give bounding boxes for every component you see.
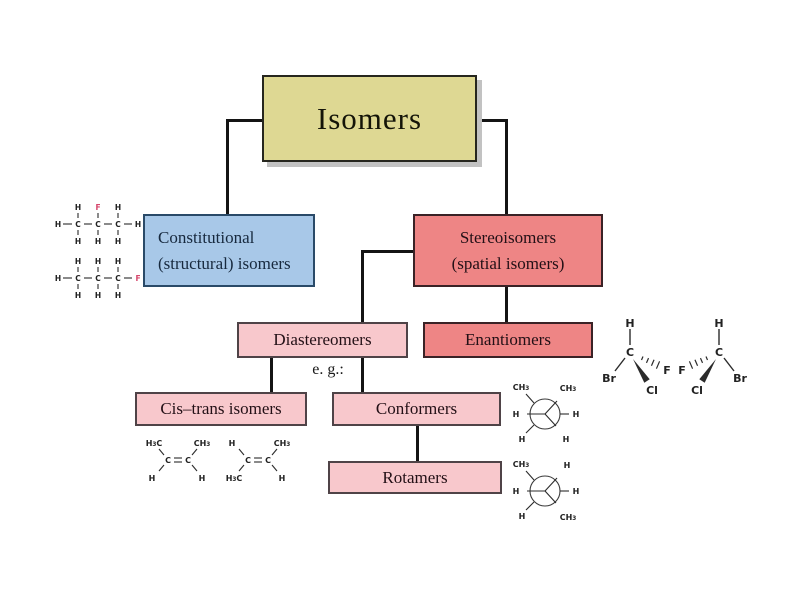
- svg-text:C: C: [265, 456, 271, 465]
- connector-isomers-left: [226, 119, 264, 122]
- svg-text:F: F: [95, 203, 100, 212]
- svg-text:F: F: [678, 364, 686, 377]
- svg-text:H: H: [625, 317, 634, 330]
- svg-text:CH3: CH3: [194, 439, 211, 449]
- svg-text:C: C: [95, 274, 101, 283]
- svg-text:C: C: [626, 346, 634, 359]
- svg-text:H: H: [95, 237, 101, 246]
- svg-text:H: H: [115, 291, 121, 300]
- connector-stereo-left: [361, 250, 415, 253]
- node-cis-trans-isomers: Cis–trans isomers: [135, 392, 307, 426]
- svg-text:H: H: [75, 237, 81, 246]
- svg-text:H3C: H3C: [226, 474, 243, 484]
- svg-text:C: C: [115, 274, 121, 283]
- svg-text:H: H: [115, 237, 121, 246]
- svg-text:H: H: [564, 461, 571, 470]
- node-enantiomers-label: Enantiomers: [465, 330, 551, 350]
- svg-text:Br: Br: [602, 372, 616, 385]
- svg-text:H: H: [75, 257, 81, 266]
- connector-to-diastereomers: [361, 250, 364, 323]
- svg-text:Cl: Cl: [691, 384, 703, 397]
- svg-text:H: H: [229, 439, 236, 448]
- svg-text:CH3: CH3: [560, 513, 577, 523]
- svg-text:H: H: [513, 487, 520, 496]
- svg-text:C: C: [75, 274, 81, 283]
- svg-text:H: H: [149, 474, 156, 483]
- svg-text:H: H: [115, 203, 121, 212]
- svg-text:C: C: [715, 346, 723, 359]
- connector-to-stereoisomers: [505, 119, 508, 215]
- svg-text:H: H: [714, 317, 723, 330]
- connector-to-cis-trans: [270, 357, 273, 393]
- svg-text:H: H: [513, 410, 520, 419]
- connector-to-constitutional: [226, 119, 229, 215]
- svg-text:H: H: [519, 435, 526, 444]
- svg-text:CH3: CH3: [560, 384, 577, 394]
- svg-text:H: H: [279, 474, 286, 483]
- node-constitutional-line1: Constitutional: [158, 228, 255, 247]
- node-isomers-label: Isomers: [316, 100, 423, 136]
- svg-text:H: H: [135, 220, 141, 229]
- svg-text:C: C: [75, 220, 81, 229]
- node-diastereomers: Diastereomers: [237, 322, 408, 358]
- node-rotamers-label: Rotamers: [382, 467, 448, 487]
- svg-text:H: H: [199, 474, 206, 483]
- svg-text:H: H: [573, 487, 580, 496]
- node-isomers: Isomers: [262, 75, 477, 162]
- svg-text:CH3: CH3: [513, 460, 530, 470]
- svg-text:C: C: [245, 456, 251, 465]
- svg-text:F: F: [135, 274, 140, 283]
- svg-text:H: H: [95, 291, 101, 300]
- svg-text:H: H: [55, 274, 61, 283]
- node-stereoisomers: Stereoisomers (spatial isomers): [413, 214, 603, 287]
- node-rotamers: Rotamers: [328, 461, 502, 494]
- svg-text:F: F: [663, 364, 671, 377]
- svg-text:C: C: [185, 456, 191, 465]
- svg-text:C: C: [95, 220, 101, 229]
- svg-text:H: H: [95, 257, 101, 266]
- connector-isomers-right: [475, 119, 508, 122]
- connector-to-conformers: [361, 357, 364, 393]
- svg-text:H: H: [115, 257, 121, 266]
- connector-to-enantiomers: [505, 286, 508, 323]
- node-diastereomers-label: Diastereomers: [273, 330, 372, 349]
- svg-text:H: H: [55, 220, 61, 229]
- svg-text:H3C: H3C: [146, 439, 163, 449]
- svg-text:H: H: [573, 410, 580, 419]
- svg-text:H: H: [75, 203, 81, 212]
- node-constitutional-line2: (structural) isomers: [158, 253, 291, 273]
- svg-text:C: C: [165, 456, 171, 465]
- svg-text:Br: Br: [733, 372, 747, 385]
- svg-text:H: H: [519, 512, 526, 521]
- svg-text:CH3: CH3: [513, 383, 530, 393]
- node-conformers: Conformers: [332, 392, 501, 426]
- svg-text:H: H: [563, 435, 570, 444]
- node-conformers-label: Conformers: [375, 399, 458, 418]
- eg-annotation: e. g.:: [312, 361, 344, 378]
- node-enantiomers: Enantiomers: [423, 322, 593, 358]
- connector-to-rotamers: [416, 424, 419, 462]
- svg-text:C: C: [115, 220, 121, 229]
- node-stereoisomers-line2: (spatial isomers): [451, 253, 565, 273]
- node-cis-trans-label: Cis–trans isomers: [160, 399, 282, 418]
- svg-text:CH3: CH3: [274, 439, 291, 449]
- node-constitutional-isomers: Constitutional (structural) isomers: [143, 214, 315, 287]
- node-stereoisomers-line1: Stereoisomers: [459, 228, 557, 247]
- svg-text:Cl: Cl: [646, 384, 658, 397]
- svg-text:H: H: [75, 291, 81, 300]
